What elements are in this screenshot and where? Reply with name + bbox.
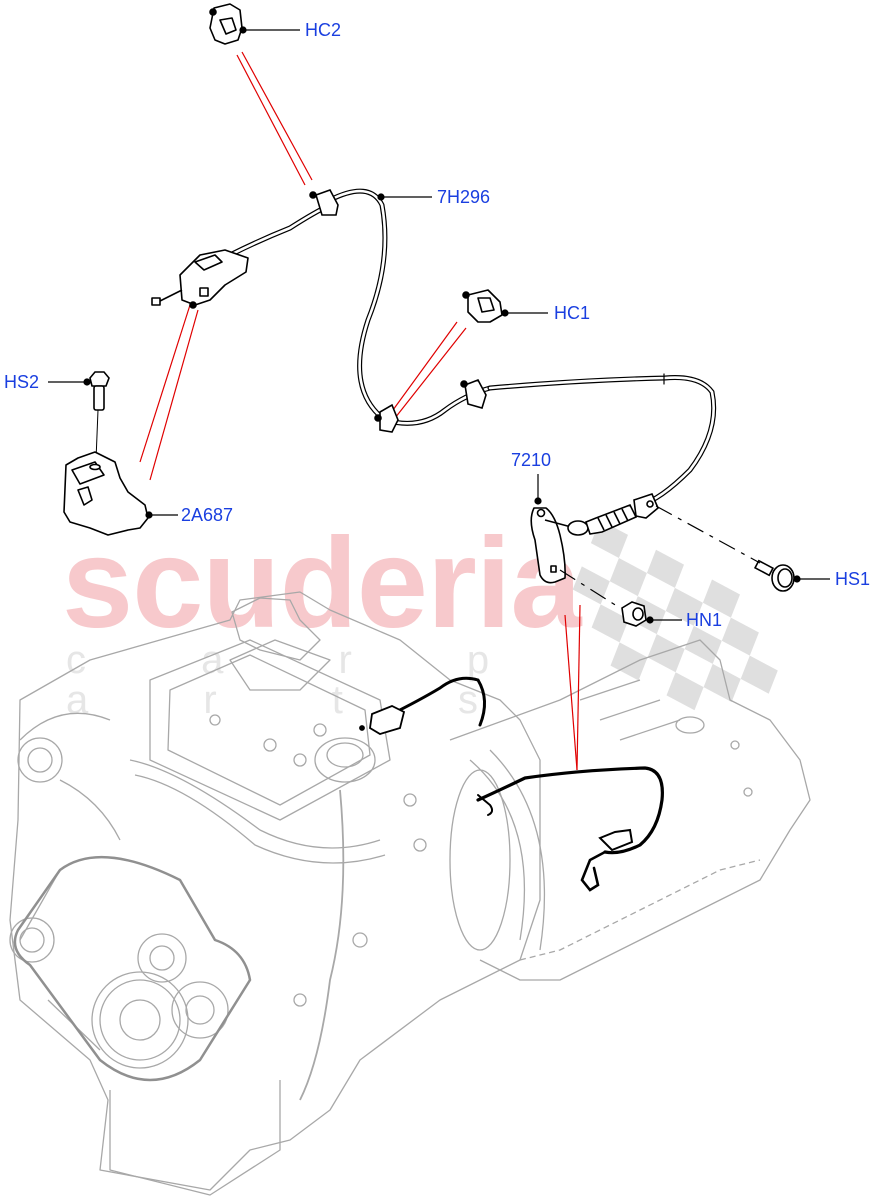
installed-adjuster — [359, 705, 406, 735]
callout-HS2[interactable]: HS2 — [4, 372, 40, 392]
installed-selector-cable — [388, 676, 664, 892]
part-2A687-bracket[interactable] — [63, 451, 149, 536]
callout-7H296[interactable]: 7H296 — [437, 187, 491, 207]
cable-end-spring — [567, 493, 659, 536]
part-HN1-nut[interactable] — [621, 601, 647, 627]
cable-clip-right — [460, 378, 487, 409]
checkered-flag-watermark — [572, 520, 778, 711]
engine-background — [9, 591, 811, 1196]
part-HC1-clip[interactable] — [462, 289, 503, 323]
callout-HN1[interactable]: HN1 — [686, 610, 723, 630]
part-HC2-clip[interactable] — [209, 3, 243, 45]
callout-2A687[interactable]: 2A687 — [181, 505, 234, 525]
cable-clip-upper — [309, 189, 339, 216]
callout-7210[interactable]: 7210 — [511, 450, 552, 470]
part-7210-lever[interactable] — [530, 507, 576, 584]
callout-HS1[interactable]: HS1 — [835, 569, 871, 589]
reference-lines — [139, 51, 581, 771]
cable-clip-middle — [374, 403, 399, 433]
callout-HC2[interactable]: HC2 — [305, 20, 342, 40]
cable-adjuster — [151, 249, 249, 309]
leader-lines — [48, 26, 830, 624]
assembly-axis-lines — [559, 505, 761, 609]
part-HS2-bolt[interactable] — [89, 371, 110, 461]
callout-HC1[interactable]: HC1 — [554, 303, 591, 323]
part-HS1-bolt[interactable] — [753, 559, 795, 592]
selector-cable-7H296[interactable] — [227, 188, 717, 508]
